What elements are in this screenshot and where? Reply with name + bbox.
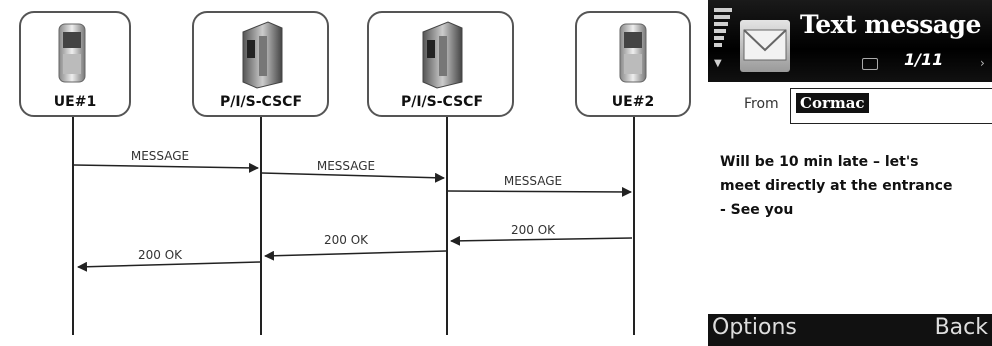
options-softkey[interactable]: Options (712, 315, 797, 340)
envelope-icon (740, 20, 790, 72)
message-label: 200 OK (511, 223, 556, 237)
node-cscf-2: P/I/S-CSCF (367, 11, 514, 117)
message-label: MESSAGE (317, 159, 375, 173)
message-5: 200 OK (264, 233, 447, 261)
signal-strength-icon (714, 8, 732, 64)
message-header: ▼ Text message 1/11 › (708, 0, 992, 82)
right-arrow-icon[interactable]: › (980, 56, 985, 70)
sender-name: Cormac (796, 93, 869, 113)
app-title: Text message (800, 10, 981, 39)
message-3: MESSAGE (447, 174, 632, 197)
node-label: P/I/S-CSCF (401, 94, 483, 110)
message-2: MESSAGE (261, 159, 445, 183)
message-label: MESSAGE (504, 174, 562, 188)
node-cscf-1: P/I/S-CSCF (192, 11, 329, 117)
antenna-icon: ▼ (714, 58, 722, 69)
softkey-bar: Options Back (708, 314, 992, 346)
message-label: 200 OK (138, 248, 183, 262)
message-6: 200 OK (77, 248, 261, 272)
server-icon (422, 21, 463, 89)
sequence-diagram: UE#1 P/I/S-CSCF P/I/S-CSCF UE#2 MESSAGE (19, 11, 691, 335)
node-label: UE#1 (54, 94, 96, 110)
from-label: From (744, 96, 779, 112)
message-body: Will be 10 min late – let's meet directl… (720, 154, 953, 218)
page-counter: 1/11 (904, 50, 944, 69)
message-label: MESSAGE (131, 149, 189, 163)
mobile-phone-icon (58, 23, 86, 83)
message-1: MESSAGE (73, 149, 259, 173)
node-label: UE#2 (612, 94, 654, 110)
node-ue2: UE#2 (575, 11, 691, 117)
message-4: 200 OK (450, 223, 633, 246)
phone-screen: ▼ Text message 1/11 › From Cormac Will b… (708, 0, 992, 346)
message-icon (862, 58, 878, 70)
message-label: 200 OK (324, 233, 369, 247)
back-softkey[interactable]: Back (934, 315, 988, 340)
node-label: P/I/S-CSCF (220, 94, 302, 110)
mobile-phone-icon (619, 23, 647, 83)
node-ue1: UE#1 (19, 11, 131, 117)
server-icon (242, 21, 283, 89)
